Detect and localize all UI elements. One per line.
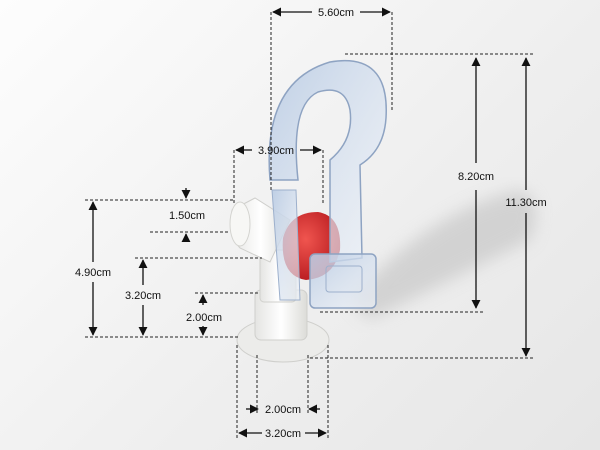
dim-overall-height: 11.30cm — [505, 57, 547, 357]
dim-side-height: 4.90cm — [75, 201, 111, 336]
label-handle-height: 8.20cm — [458, 171, 494, 183]
dim-base-width: 3.20cm — [238, 428, 327, 440]
dim-handle-width: 5.60cm — [272, 7, 391, 19]
dim-neck-height: 3.20cm — [125, 259, 161, 336]
guide-lines — [85, 12, 535, 440]
label-base-height: 2.00cm — [186, 312, 222, 324]
clear-handle — [268, 60, 387, 309]
dim-handle-height: 8.20cm — [458, 57, 494, 309]
label-body-width: 3.90cm — [258, 145, 294, 157]
label-side-height: 4.90cm — [75, 267, 111, 279]
dim-base-height: 2.00cm — [186, 294, 222, 336]
label-spout-height: 1.50cm — [169, 210, 205, 222]
label-overall-height: 11.30cm — [505, 197, 546, 209]
label-handle-width: 5.60cm — [318, 7, 354, 19]
label-thread-width: 2.00cm — [265, 404, 301, 416]
dim-thread-width: 2.00cm — [246, 404, 320, 416]
label-neck-height: 3.20cm — [125, 290, 161, 302]
dim-body-width: 3.90cm — [235, 145, 322, 157]
label-base-width: 3.20cm — [265, 428, 301, 440]
handle-shadow — [350, 190, 536, 320]
dim-spout-height: 1.50cm — [169, 188, 205, 243]
